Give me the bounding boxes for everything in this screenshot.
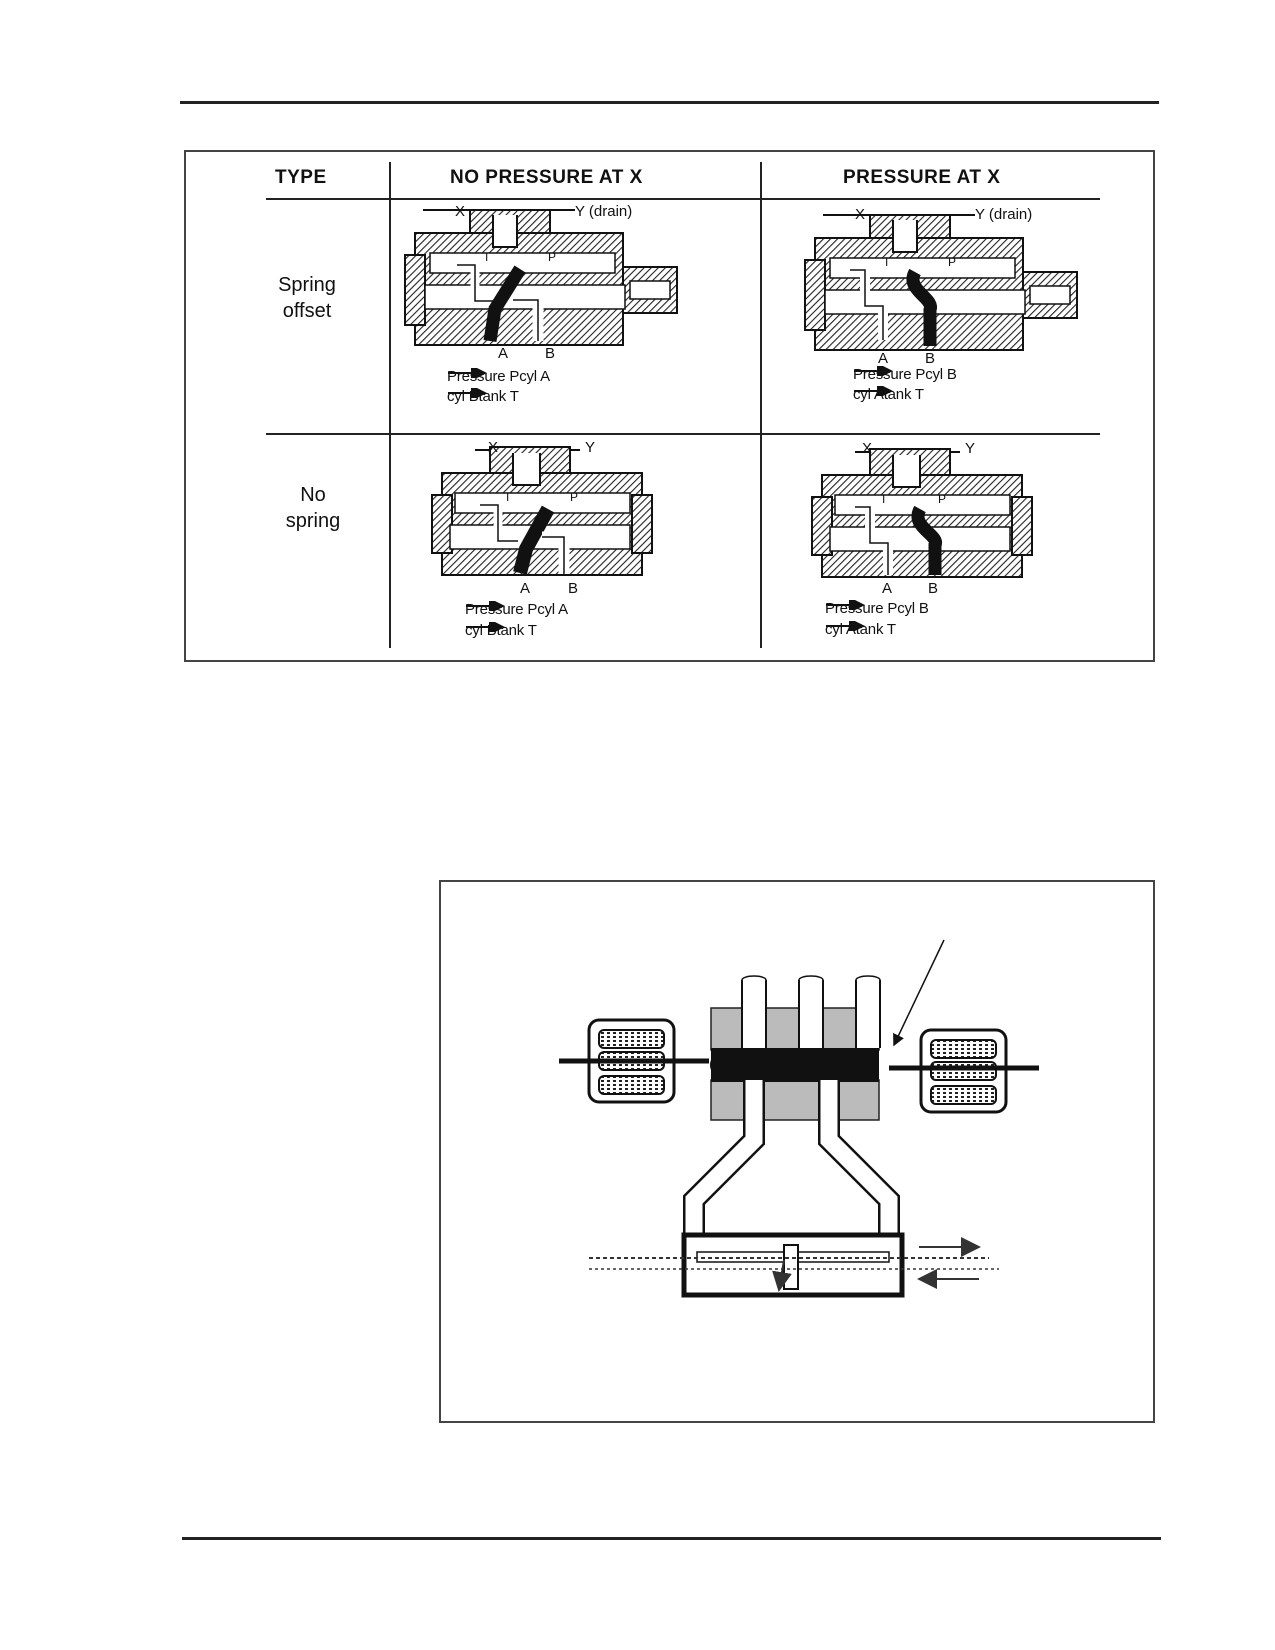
row-label-line: No: [300, 484, 326, 506]
valve-cross-section-diagram: [404, 209, 678, 346]
row-label-line: offset: [282, 300, 332, 322]
t-label: T: [504, 490, 512, 504]
flow-target: cyl B: [925, 366, 957, 383]
port-y-label: Y (drain): [575, 203, 633, 220]
flow-target: tank T: [478, 388, 519, 405]
header-no-pressure: NO PRESSURE AT X: [450, 167, 643, 188]
t-label: T: [883, 255, 891, 269]
flow-target: cyl A: [519, 368, 550, 385]
arrow-right-icon: [854, 366, 893, 376]
flow-target: tank T: [496, 622, 537, 639]
arrow-right-icon: [826, 621, 865, 631]
header-type: TYPE: [275, 167, 327, 188]
arrow-right-icon: [448, 388, 487, 398]
port-a-label: A: [520, 580, 531, 597]
port-b-label: B: [568, 580, 579, 597]
table-row-divider: [266, 433, 1100, 435]
t-label: T: [880, 492, 888, 506]
port-x-label: X: [488, 439, 499, 456]
p-label: P: [948, 255, 957, 269]
port-b-label: B: [928, 580, 939, 597]
port-b-label: B: [545, 345, 556, 362]
header-pressure: PRESSURE AT X: [843, 167, 1001, 188]
p-label: P: [570, 490, 579, 504]
flow-target: tank T: [855, 621, 896, 638]
port-y-label: Y: [585, 439, 596, 456]
t-label: T: [483, 250, 491, 264]
flow-target: tank T: [883, 386, 924, 403]
flow-target: cyl B: [897, 600, 929, 617]
arrow-right-icon: [854, 386, 893, 396]
valve-cross-section-diagram: [804, 214, 1078, 351]
arrow-right-icon: [826, 600, 865, 610]
port-y-label: Y (drain): [975, 206, 1033, 223]
row-label-line: Spring: [278, 274, 336, 296]
table-column-divider: [760, 162, 762, 648]
port-x-label: X: [455, 203, 466, 220]
port-a-label: A: [878, 350, 889, 367]
port-y-label: Y: [965, 440, 976, 457]
arrow-right-icon: [466, 622, 505, 632]
table-column-divider: [389, 162, 391, 648]
port-a-label: A: [498, 345, 509, 362]
solenoid-valve-cylinder-diagram: [559, 939, 1039, 1298]
row-label-no-spring: No spring: [253, 482, 373, 534]
row-label-line: spring: [285, 510, 341, 532]
page-top-rule: [180, 101, 1159, 104]
solenoid-valve-figure-frame: [439, 880, 1155, 1423]
p-label: P: [548, 250, 557, 264]
table-header-divider: [266, 198, 1100, 200]
arrow-right-icon: [466, 601, 505, 611]
port-a-label: A: [882, 580, 893, 597]
port-x-label: X: [862, 440, 873, 457]
valve-cross-section-diagram: [811, 448, 1033, 578]
port-x-label: X: [855, 206, 866, 223]
port-b-label: B: [925, 350, 936, 367]
page-bottom-rule: [182, 1537, 1161, 1540]
p-label: P: [938, 492, 947, 506]
row-label-spring-offset: Spring offset: [247, 272, 367, 324]
valve-types-table: [184, 150, 1155, 662]
valve-cross-section-diagram: [431, 446, 653, 576]
arrow-right-icon: [448, 368, 487, 378]
right-solenoid-icon: [919, 1028, 1008, 1114]
flow-target: cyl A: [537, 601, 568, 618]
